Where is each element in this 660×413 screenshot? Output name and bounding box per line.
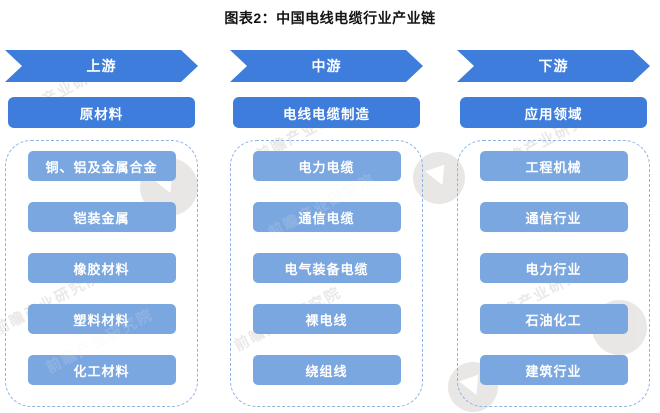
item-box: 铠装金属 (27, 202, 176, 232)
item-box: 通信行业 (479, 202, 628, 232)
category-label: 应用领域 (524, 106, 583, 122)
item-box: 建筑行业 (479, 355, 628, 385)
item-group-downstream: 工程机械 通信行业 电力行业 石油化工 建筑行业 (457, 140, 650, 407)
stage-label: 上游 (86, 58, 117, 74)
item-box: 绕组线 (252, 355, 401, 385)
item-group-midstream: 电力电缆 通信电缆 电气装备电缆 裸电线 绕组线 (230, 140, 423, 407)
category-box-midstream: 电线电缆制造 (233, 97, 420, 128)
stage-arrow-upstream: 上游 (5, 50, 198, 82)
stage-label: 下游 (538, 58, 569, 74)
stage-arrow-midstream: 中游 (230, 50, 423, 82)
stage-arrow-downstream: 下游 (457, 50, 650, 82)
item-box: 裸电线 (252, 304, 401, 334)
item-box: 电气装备电缆 (252, 253, 401, 283)
item-group-upstream: 铜、铝及金属合金 铠装金属 橡胶材料 塑料材料 化工材料 (5, 140, 198, 407)
column-downstream: 下游 应用领域 工程机械 通信行业 电力行业 石油化工 建筑行业 (457, 50, 650, 407)
category-box-downstream: 应用领域 (460, 97, 647, 128)
category-box-upstream: 原材料 (8, 97, 195, 128)
item-box: 橡胶材料 (27, 253, 176, 283)
item-box: 电力行业 (479, 253, 628, 283)
stage-label: 中游 (311, 58, 342, 74)
column-upstream: 上游 原材料 铜、铝及金属合金 铠装金属 橡胶材料 塑料材料 化工材料 (5, 50, 198, 407)
item-box: 工程机械 (479, 151, 628, 181)
item-box: 塑料材料 (27, 304, 176, 334)
item-box: 化工材料 (27, 355, 176, 385)
page-title: 图表2：中国电线电缆行业产业链 (224, 10, 436, 26)
category-label: 电线电缆制造 (283, 106, 370, 122)
item-box: 石油化工 (479, 304, 628, 334)
category-label: 原材料 (79, 106, 124, 122)
column-midstream: 中游 电线电缆制造 电力电缆 通信电缆 电气装备电缆 裸电线 绕组线 (230, 50, 423, 407)
item-box: 通信电缆 (252, 202, 401, 232)
item-box: 电力电缆 (252, 151, 401, 181)
item-box: 铜、铝及金属合金 (27, 151, 176, 181)
